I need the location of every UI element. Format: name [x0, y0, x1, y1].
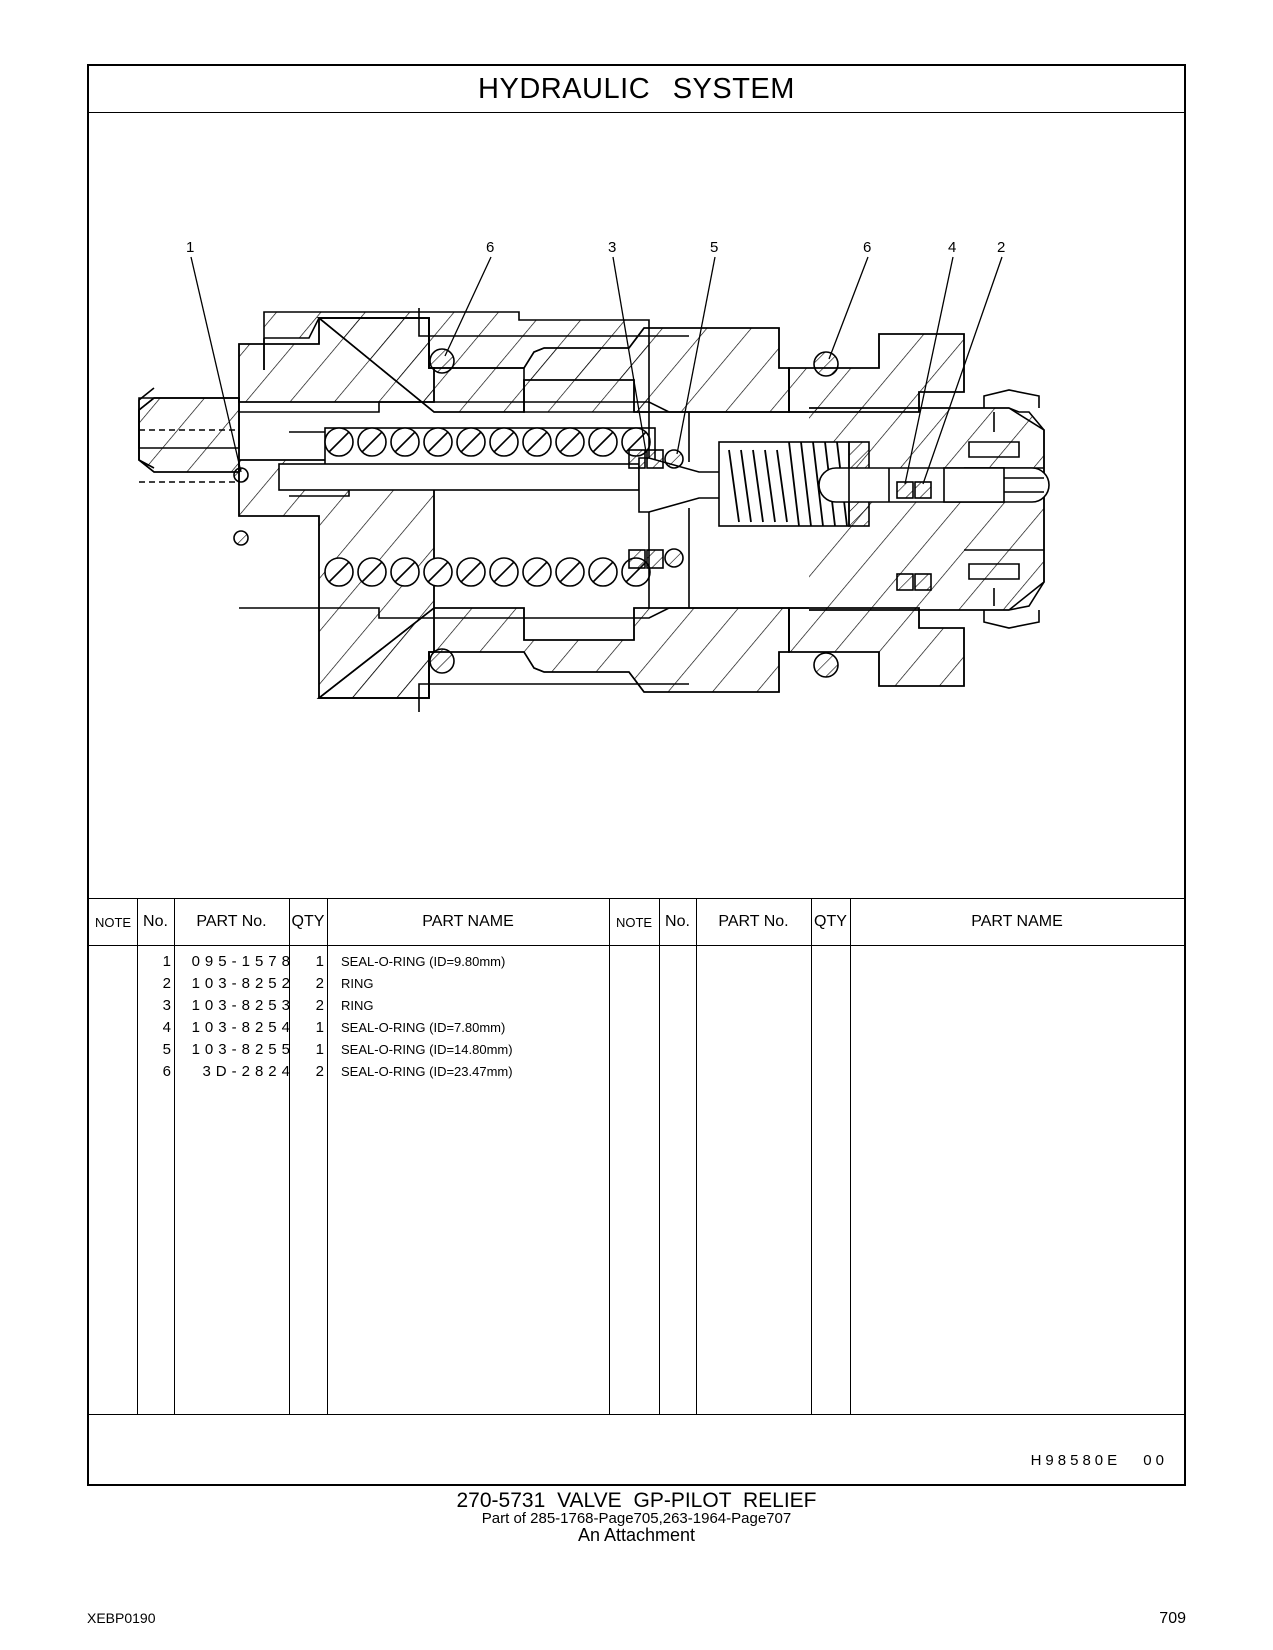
- header-note-2: NOTE: [615, 914, 653, 930]
- callout-4: 4: [948, 239, 956, 256]
- assembly-title: 270-5731 VALVE GP-PILOT RELIEF: [456, 1489, 817, 1512]
- row-part-no: 103-8255: [191, 1040, 295, 1058]
- callout-labels: 1 6 3 5 6 4 2: [186, 239, 1005, 256]
- page-number: 709: [1159, 1610, 1186, 1627]
- row-part-no: 095-1578: [191, 952, 295, 970]
- callout-6b: 6: [863, 239, 871, 256]
- parts-table: NOTE No. PART No. QTY PART NAME NOTE No.…: [89, 898, 1184, 1415]
- row-part-name: SEAL-O-RING (ID=9.80mm): [341, 953, 506, 969]
- valve-body: [138, 308, 1045, 712]
- row-no: 5: [162, 1040, 171, 1058]
- row-part-name: SEAL-O-RING (ID=23.47mm): [341, 1063, 513, 1079]
- row-part-name: SEAL-O-RING (ID=7.80mm): [341, 1019, 506, 1035]
- row-no: 1: [162, 952, 171, 970]
- row-qty: 2: [315, 974, 324, 992]
- assembly-attachment: An Attachment: [577, 1525, 696, 1545]
- row-qty: 1: [315, 1040, 324, 1058]
- header-note: NOTE: [94, 914, 132, 930]
- table-row: 4 103-8254 1 SEAL-O-RING (ID=7.80mm): [89, 1016, 609, 1038]
- row-part-no: 103-8252: [191, 974, 295, 992]
- row-qty: 1: [315, 952, 324, 970]
- row-no: 6: [162, 1062, 171, 1080]
- valve-cross-section-drawing: 1 6 3 5 6 4 2: [89, 112, 1184, 898]
- row-no: 4: [162, 1018, 171, 1036]
- table-row: 3 103-8253 2 RING: [89, 994, 609, 1016]
- row-part-name: SEAL-O-RING (ID=14.80mm): [341, 1041, 513, 1057]
- parts-page-frame: HYDRAULIC SYSTEM: [87, 64, 1186, 1486]
- poppet-stem: [278, 412, 750, 608]
- header-part-name-2: PART NAME: [971, 913, 1063, 930]
- header-part-no: PART No.: [196, 913, 267, 930]
- row-part-name: RING: [341, 997, 374, 1013]
- callout-leaders: [190, 256, 1003, 485]
- row-no: 3: [162, 996, 171, 1014]
- header-part-name: PART NAME: [422, 913, 514, 930]
- seal-o-rings: [233, 348, 932, 678]
- row-part-no: 103-8253: [191, 996, 295, 1014]
- pilot-springs: [718, 441, 1050, 527]
- callout-1: 1: [186, 239, 194, 256]
- table-row: 6 3D-2824 2 SEAL-O-RING (ID=23.47mm): [89, 1060, 609, 1082]
- document-id: XEBP0190: [87, 1610, 156, 1626]
- callout-3: 3: [608, 239, 616, 256]
- row-qty: 1: [315, 1018, 324, 1036]
- assembly-part-of: Part of 285-1768-Page705,263-1964-Page70…: [481, 1510, 792, 1527]
- callout-2: 2: [997, 239, 1005, 256]
- row-part-no: 3D-2824: [202, 1062, 295, 1080]
- header-qty: QTY: [291, 913, 325, 930]
- drawing-ref-code: H98580E 00: [1030, 1452, 1168, 1469]
- section-title: HYDRAULIC SYSTEM: [89, 66, 1184, 113]
- header-no: No.: [143, 913, 168, 930]
- table-row: 2 103-8252 2 RING: [89, 972, 609, 994]
- header-part-no-2: PART No.: [718, 913, 789, 930]
- table-row: 5 103-8255 1 SEAL-O-RING (ID=14.80mm): [89, 1038, 609, 1060]
- header-qty-2: QTY: [814, 913, 847, 930]
- header-no-2: No.: [665, 913, 690, 930]
- callout-5: 5: [710, 239, 718, 256]
- row-part-no: 103-8254: [191, 1018, 295, 1036]
- table-row: 1 095-1578 1 SEAL-O-RING (ID=9.80mm): [89, 950, 609, 972]
- row-qty: 2: [315, 996, 324, 1014]
- row-no: 2: [162, 974, 171, 992]
- row-part-name: RING: [341, 975, 374, 991]
- callout-6a: 6: [486, 239, 494, 256]
- row-qty: 2: [315, 1062, 324, 1080]
